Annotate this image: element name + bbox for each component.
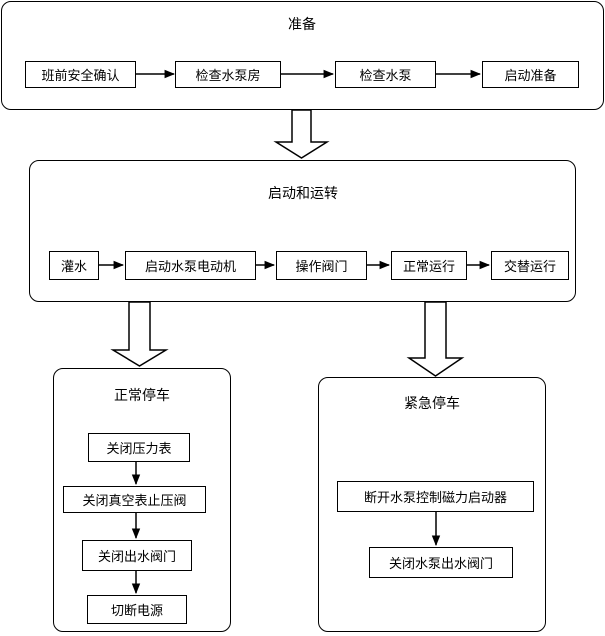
group-normal-stop: [53, 368, 231, 632]
block-arrow-run-to-normal: [110, 301, 169, 367]
group-emergency-stop: [318, 377, 546, 632]
step-start-pump-motor: 启动水泵电动机: [125, 251, 256, 280]
group-title-prepare: 准备: [288, 17, 316, 33]
step-shift-safety-check: 班前安全确认: [25, 61, 136, 88]
step-alternate-operation: 交替运行: [491, 251, 569, 280]
step-close-vacuum-gauge-valve: 关闭真空表止压阀: [63, 486, 206, 513]
step-normal-operation: 正常运行: [391, 251, 467, 280]
step-cut-power: 切断电源: [87, 595, 187, 624]
group-title-emergency-stop: 紧急停车: [404, 396, 460, 412]
step-start-preparation: 启动准备: [482, 61, 579, 88]
step-close-pump-outlet-valve: 关闭水泵出水阀门: [369, 547, 513, 578]
block-arrow-prepare-to-run: [273, 109, 330, 159]
step-priming: 灌水: [49, 251, 99, 280]
group-run: [29, 160, 576, 302]
step-close-outlet-valve: 关闭出水阀门: [82, 540, 192, 571]
step-check-pump: 检查水泵: [335, 61, 436, 88]
group-title-run: 启动和运转: [268, 186, 338, 202]
group-title-normal-stop: 正常停车: [114, 388, 170, 404]
step-close-pressure-gauge: 关闭压力表: [88, 433, 190, 462]
step-disconnect-magnetic-starter: 断开水泵控制磁力启动器: [337, 481, 534, 512]
step-check-pump-room: 检查水泵房: [175, 61, 281, 88]
step-operate-valve: 操作阀门: [276, 251, 367, 280]
block-arrow-run-to-emergency: [406, 301, 465, 377]
